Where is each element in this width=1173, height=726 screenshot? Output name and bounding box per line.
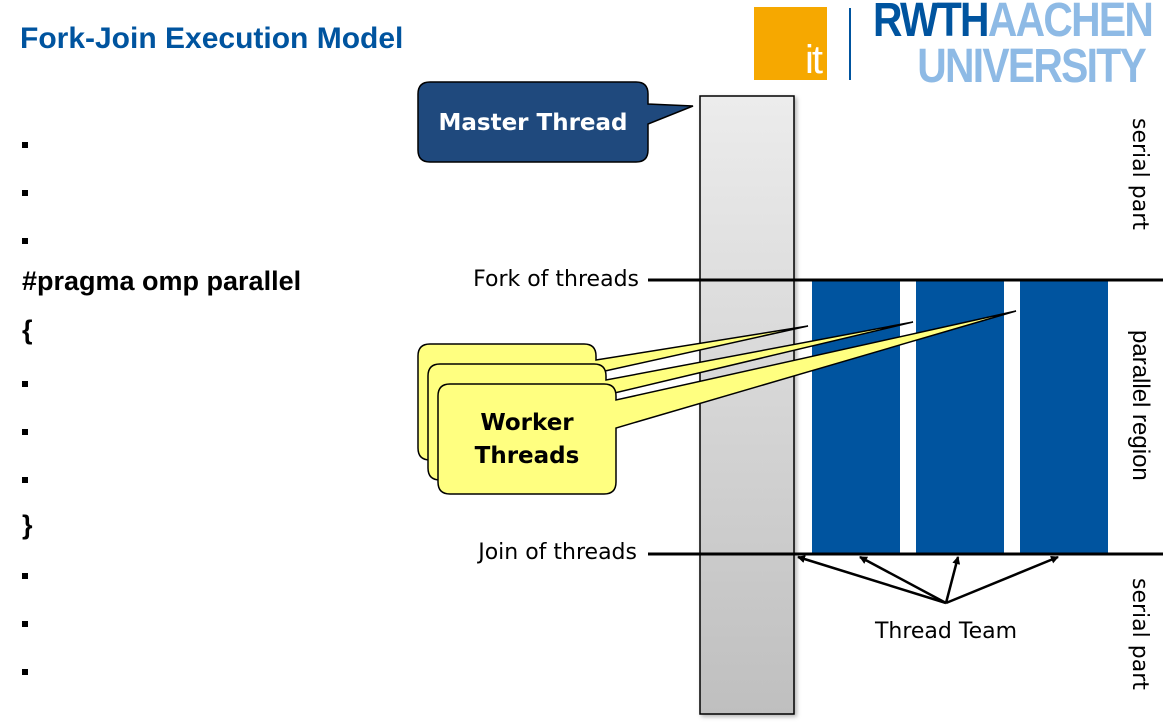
- thread-team-label: Thread Team: [874, 619, 1017, 644]
- rwth-logo-aachen: AACHEN: [987, 0, 1154, 47]
- it-logo: it: [754, 7, 827, 80]
- code-close-brace: }: [22, 510, 33, 540]
- code-open-brace: {: [22, 315, 33, 345]
- code-dot: [22, 477, 28, 483]
- code-pragma: #pragma omp parallel: [22, 266, 302, 296]
- team-arrow-worker-2: [944, 556, 961, 604]
- master-thread-label: Master Thread: [438, 110, 627, 136]
- rwth-logo-university: UNIVERSITY: [917, 40, 1147, 93]
- code-dot: [22, 238, 28, 244]
- logo-divider: [849, 8, 851, 80]
- code-dot: [22, 621, 28, 627]
- code-dot: [22, 429, 28, 435]
- page-title: Fork-Join Execution Model: [20, 22, 404, 55]
- join-label: Join of threads: [476, 540, 637, 565]
- it-logo-text: it: [805, 38, 823, 82]
- region-label-serial-top: serial part: [1127, 118, 1152, 230]
- code-dot: [22, 190, 28, 196]
- code-dot: [22, 381, 28, 387]
- worker-callout-front: [437, 310, 1017, 495]
- worker-thread-bar-2: [916, 281, 1004, 553]
- master-thread-bar: [699, 95, 795, 715]
- team-arrow-master: [797, 555, 947, 605]
- team-arrow-worker-3: [945, 555, 1059, 605]
- code-dot: [22, 142, 28, 148]
- region-label-parallel: parallel region: [1127, 330, 1154, 481]
- rwth-logo: RWTHAACHEN UNIVERSITY: [873, 0, 1154, 93]
- fork-label: Fork of threads: [473, 267, 639, 292]
- worker-threads-label-line1: Worker: [480, 410, 574, 436]
- worker-thread-bar-3: [1020, 281, 1108, 553]
- team-arrow-worker-1: [859, 555, 947, 605]
- code-dot: [22, 669, 28, 675]
- worker-threads-label-line2: Threads: [475, 443, 580, 469]
- region-label-serial-bottom: serial part: [1127, 578, 1152, 690]
- code-dot: [22, 573, 28, 579]
- master-thread-callout: [417, 81, 694, 163]
- worker-thread-bar-1: [812, 281, 900, 553]
- rwth-logo-rwth: RWTH: [873, 0, 990, 47]
